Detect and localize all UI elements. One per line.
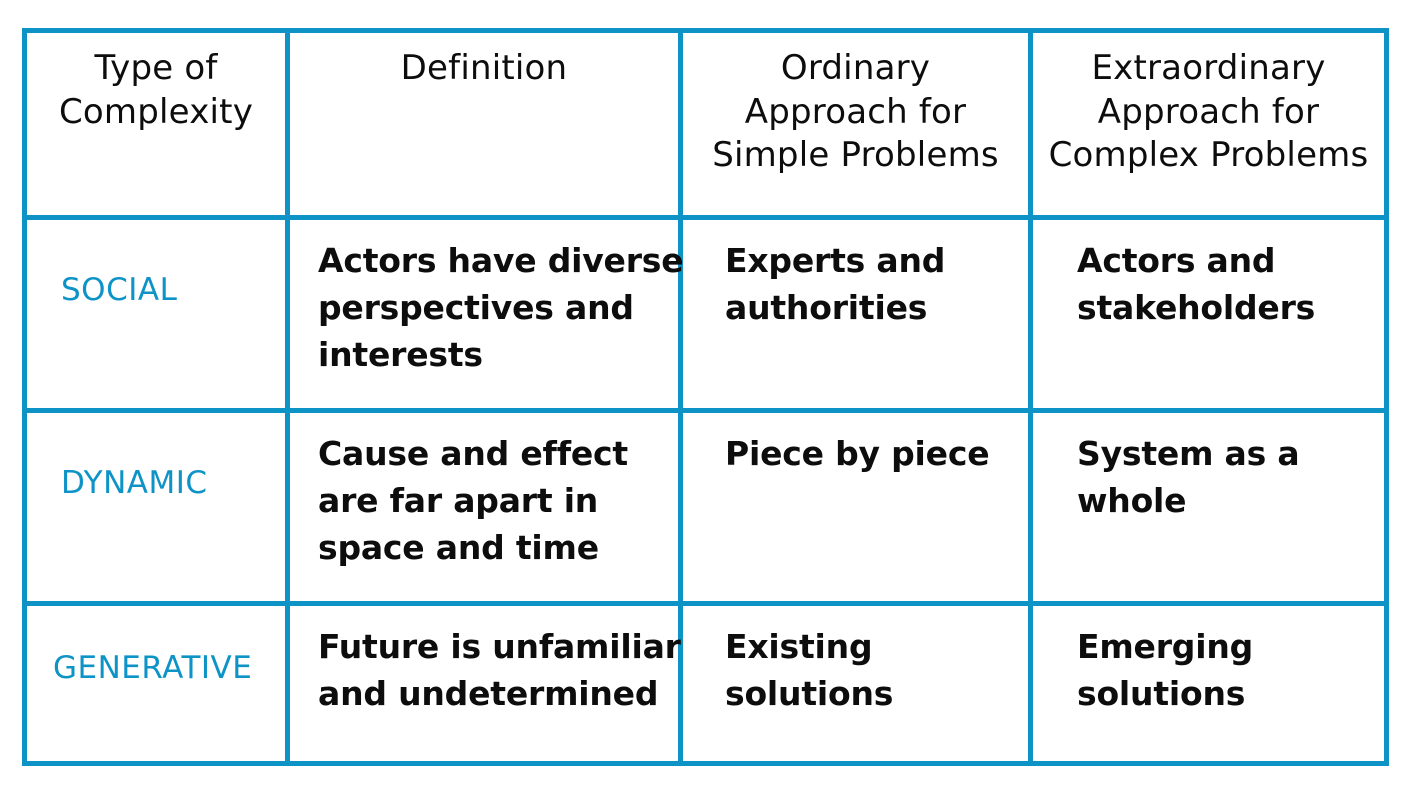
extraordinary-approach-cell-generative: Emerging solutions xyxy=(1028,601,1389,766)
row-label-cell-generative: GENERATIVE xyxy=(22,601,290,766)
complexity-table: Type of Complexity Definition Ordinary A… xyxy=(22,28,1389,766)
ordinary-approach-cell-dynamic: Piece by piece xyxy=(678,408,1033,606)
extraordinary-approach-cell-dynamic: System as a whole xyxy=(1028,408,1389,606)
header-cell-extraordinary-approach: Extraordinary Approach for Complex Probl… xyxy=(1028,28,1389,220)
complexity-type-label: SOCIAL xyxy=(61,272,178,308)
row-label-cell-social: SOCIAL xyxy=(22,215,290,413)
table-row: SOCIAL Actors have diverse perspectives … xyxy=(22,215,1389,413)
ordinary-approach-cell-social: Experts and authorities xyxy=(678,215,1033,413)
extraordinary-approach-line: Actors and xyxy=(1077,241,1276,280)
definition-line: space and time xyxy=(318,527,599,567)
header-cell-type-of-complexity: Type of Complexity xyxy=(22,28,290,220)
header-line: Ordinary xyxy=(780,48,931,88)
extraordinary-approach-line: solutions xyxy=(1077,673,1246,713)
header-line: Approach for xyxy=(1097,91,1320,132)
ordinary-approach-cell-generative: Existing solutions xyxy=(678,601,1033,766)
extraordinary-approach-line: stakeholders xyxy=(1077,287,1316,327)
ordinary-approach-line: Existing xyxy=(725,627,873,666)
extraordinary-approach-line: System as a xyxy=(1077,434,1300,473)
table-header-row: Type of Complexity Definition Ordinary A… xyxy=(22,28,1389,220)
ordinary-approach-line: Experts and xyxy=(725,241,946,280)
header-line: Approach for xyxy=(744,91,967,132)
header-line: Type of xyxy=(94,48,218,88)
header-cell-definition: Definition xyxy=(285,28,683,220)
extraordinary-approach-line: whole xyxy=(1077,480,1187,520)
table-row: GENERATIVE Future is unfamiliar and unde… xyxy=(22,601,1389,766)
header-line: Complex Problems xyxy=(1048,135,1369,176)
definition-line: perspectives and xyxy=(318,287,634,327)
row-label-cell-dynamic: DYNAMIC xyxy=(22,408,290,606)
ordinary-approach-line: Piece by piece xyxy=(725,434,990,473)
ordinary-approach-line: authorities xyxy=(725,287,928,327)
definition-cell-dynamic: Cause and effect are far apart in space … xyxy=(285,408,683,606)
header-line: Extraordinary xyxy=(1091,48,1326,88)
table-row: DYNAMIC Cause and effect are far apart i… xyxy=(22,408,1389,606)
definition-line: and undetermined xyxy=(318,673,659,713)
header-line: Definition xyxy=(400,48,568,88)
extraordinary-approach-cell-social: Actors and stakeholders xyxy=(1028,215,1389,413)
header-line: Simple Problems xyxy=(712,135,999,176)
definition-line: Future is unfamiliar xyxy=(318,627,681,666)
extraordinary-approach-line: Emerging xyxy=(1077,627,1254,666)
header-cell-ordinary-approach: Ordinary Approach for Simple Problems xyxy=(678,28,1033,220)
definition-line: Cause and effect xyxy=(318,434,628,473)
definition-line: Actors have diverse xyxy=(318,241,684,280)
definition-line: interests xyxy=(318,334,483,374)
complexity-type-label: GENERATIVE xyxy=(53,650,253,686)
definition-cell-social: Actors have diverse perspectives and int… xyxy=(285,215,684,413)
header-line: Complexity xyxy=(58,91,254,132)
ordinary-approach-line: solutions xyxy=(725,673,894,713)
definition-line: are far apart in xyxy=(318,480,599,520)
complexity-type-label: DYNAMIC xyxy=(61,465,208,501)
definition-cell-generative: Future is unfamiliar and undetermined xyxy=(285,601,683,766)
